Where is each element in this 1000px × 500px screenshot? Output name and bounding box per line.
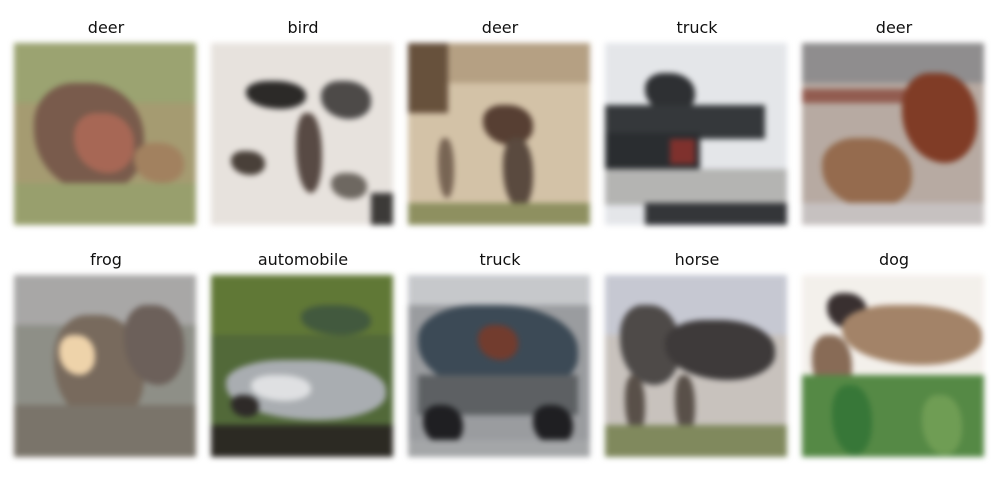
sample-label: automobile	[257, 250, 349, 269]
sample-label: frog	[90, 250, 122, 269]
sample-label: truck	[479, 250, 521, 269]
sample-image	[211, 275, 393, 457]
sample-image	[605, 275, 787, 457]
sample-label: dog	[878, 250, 910, 269]
sample-image	[802, 275, 984, 457]
sample-label: deer	[87, 18, 125, 37]
sample-image	[14, 275, 196, 457]
sample-image	[211, 43, 393, 225]
sample-label: bird	[287, 18, 319, 37]
sample-image	[802, 43, 984, 225]
sample-image	[14, 43, 196, 225]
sample-label: deer	[875, 18, 913, 37]
sample-image	[605, 43, 787, 225]
sample-label: deer	[481, 18, 519, 37]
sample-label: horse	[674, 250, 720, 269]
sample-image	[408, 43, 590, 225]
sample-image	[408, 275, 590, 457]
sample-label: truck	[676, 18, 718, 37]
